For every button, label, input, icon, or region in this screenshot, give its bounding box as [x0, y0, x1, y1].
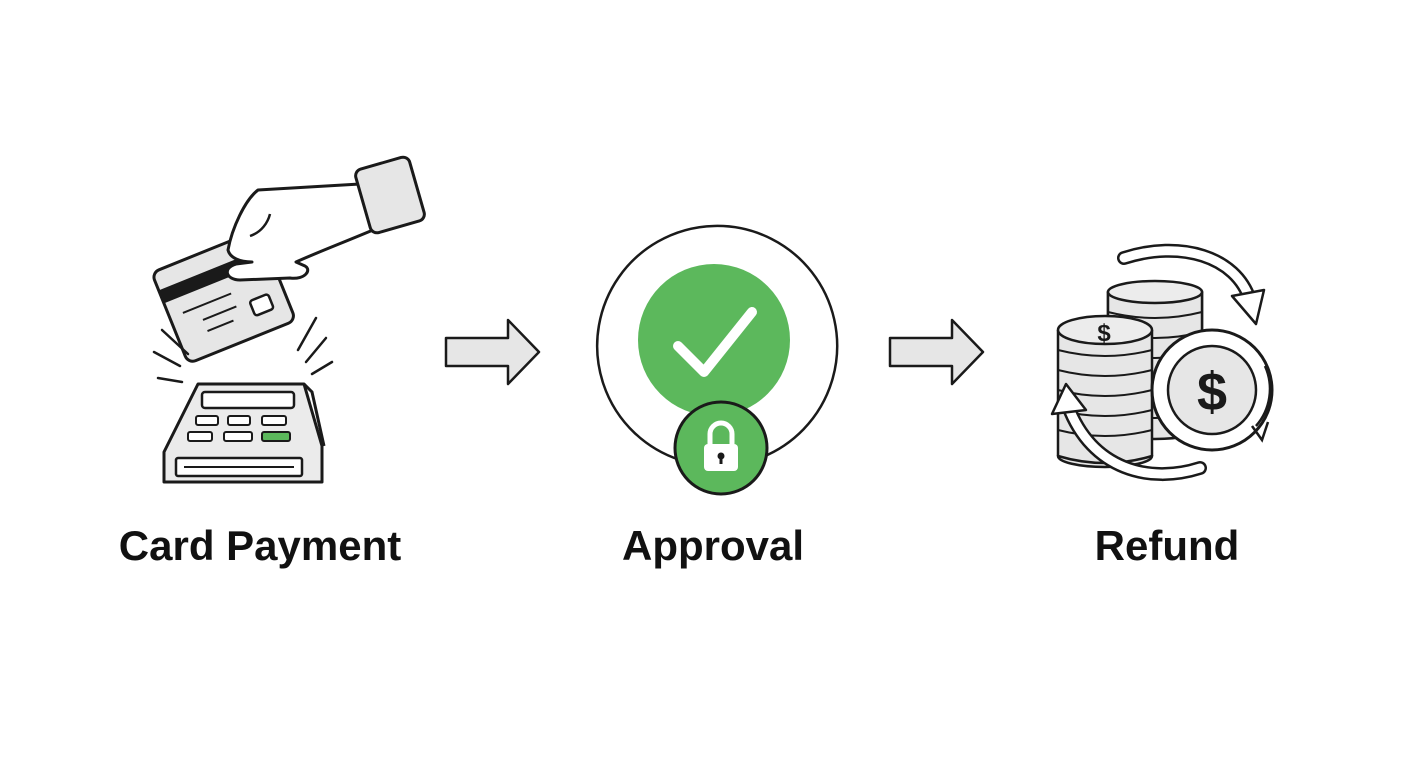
step-label-card-payment: Card Payment — [118, 522, 402, 569]
big-coin-dollar-label: $ — [1197, 362, 1227, 422]
step-label-approval: Approval — [621, 522, 805, 569]
arrow-right-icon — [444, 318, 542, 386]
card-terminal-icon — [162, 382, 326, 484]
check-circle-icon — [638, 264, 790, 416]
coin-dollar-label: $ — [1097, 320, 1111, 347]
refund-coins-icon: $ $ — [1050, 240, 1280, 481]
arrow-right-icon — [888, 318, 986, 386]
motion-lines-icon — [152, 316, 334, 384]
hand-icon — [225, 155, 426, 282]
approval-check-icon — [590, 224, 840, 500]
card-payment-icon — [150, 155, 430, 495]
step-label-refund: Refund — [1094, 522, 1240, 569]
